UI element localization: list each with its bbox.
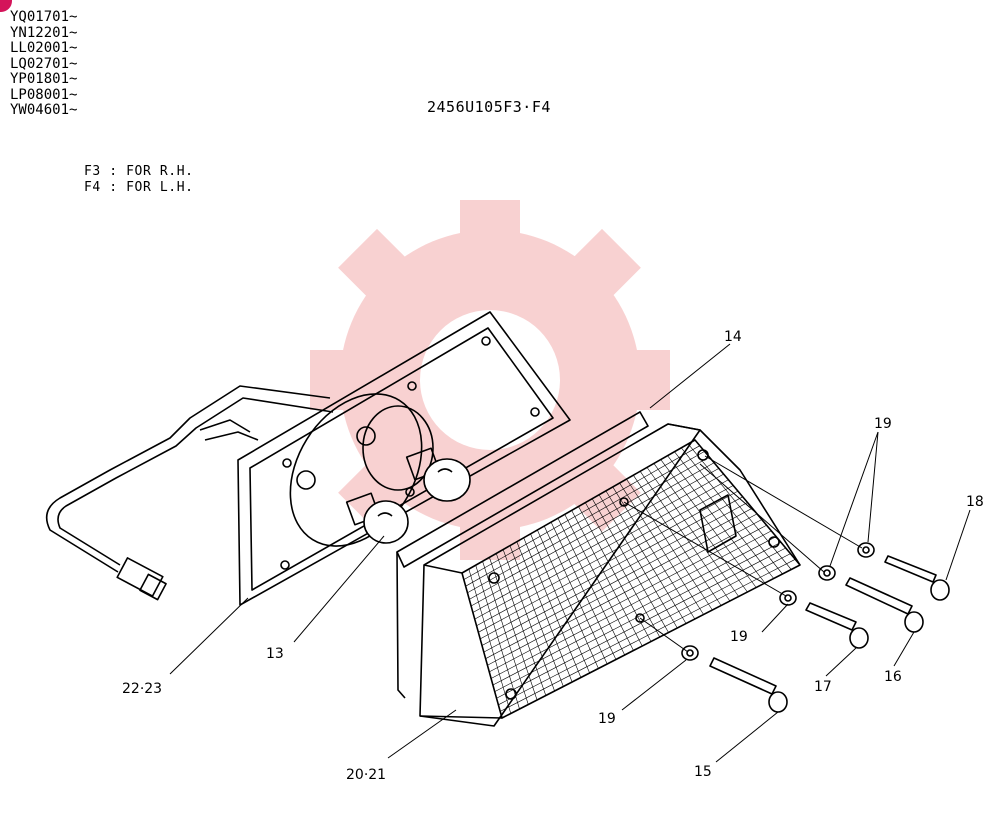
washers [681, 542, 875, 661]
serial-number: YN12201~ [10, 24, 78, 41]
label-part-16: 16 [884, 669, 902, 685]
screw-15 [709, 657, 788, 713]
legend-right-hand: F3 : FOR R.H. [84, 164, 194, 179]
label-part-19-middle: 19 [730, 629, 748, 645]
drawing-code: 2456U105F3·F4 [427, 98, 551, 116]
serial-number: LQ02701~ [10, 55, 78, 72]
side-legend: F3 : FOR R.H. F4 : FOR L.H. [84, 164, 194, 196]
label-part-19-bottom: 19 [598, 711, 616, 727]
lens-gasket [396, 411, 649, 699]
bulb-lower [345, 492, 409, 544]
serial-number: YW04601~ [10, 102, 78, 118]
screw-18 [884, 555, 950, 601]
connector-plug [116, 557, 164, 597]
reflector-window [699, 494, 737, 553]
label-part-18: 18 [966, 494, 984, 510]
screw-guide-lines [623, 455, 863, 653]
watermark-gear-icon [310, 200, 670, 560]
bulb-upper [405, 447, 471, 502]
serial-number: LL02001~ [10, 40, 78, 56]
lens-grid-pattern [463, 443, 796, 714]
legend-left-hand: F4 : FOR L.H. [84, 180, 194, 195]
label-part-17: 17 [814, 679, 832, 695]
label-part-19-top: 19 [874, 416, 892, 432]
label-part-20-21: 20·21 [346, 767, 386, 783]
socket-plate [237, 311, 571, 606]
label-part-14: 14 [724, 329, 742, 345]
serial-number-list: YQ01701~ YN12201~ LL02001~ LQ02701~ YP01… [10, 9, 78, 119]
label-part-15: 15 [694, 764, 712, 780]
wire-harness [45, 385, 334, 601]
serial-number: YQ01701~ [10, 9, 78, 25]
label-part-22-23: 22·23 [122, 681, 162, 697]
screw-17 [805, 602, 869, 649]
screw-16 [845, 577, 924, 633]
serial-number: LP08001~ [10, 86, 78, 103]
leader-lines [169, 343, 971, 763]
label-part-13: 13 [266, 646, 284, 662]
serial-number: YP01801~ [10, 71, 78, 87]
